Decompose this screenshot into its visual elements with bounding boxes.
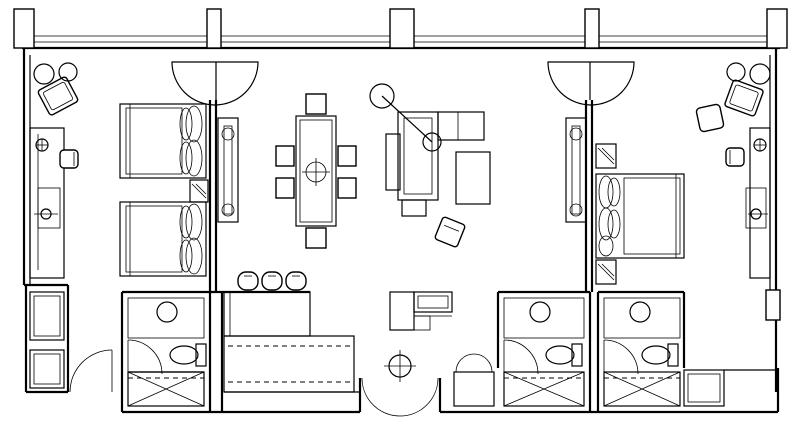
shower [503,371,585,407]
right-bedroom [547,61,771,292]
right-storage [683,369,776,407]
left-bathroom [120,290,224,412]
nightstand [595,143,617,169]
sofa [397,111,485,201]
nightstand [595,259,617,285]
floor-lamp [369,83,395,109]
armchair [724,79,764,117]
dining-chair [337,145,357,167]
side-table [695,103,725,133]
dining-chair [275,177,295,199]
side-table [726,62,746,82]
door-swing [547,61,635,106]
coffee-table [455,151,491,205]
window-column [584,8,600,49]
desk [29,127,65,279]
dining-chair [337,177,357,199]
door-swing [503,339,539,375]
dining-table [295,115,337,227]
sink [629,301,651,323]
armchair [434,216,466,248]
window-column [13,8,35,49]
exterior-walls [22,48,781,414]
kitchen-counter [223,291,311,337]
sink [156,301,178,323]
left-storage [29,291,65,389]
window-column [766,8,788,49]
armchair [37,76,79,116]
window-column [206,8,222,49]
bed [119,201,207,277]
ceiling-light [384,350,416,382]
right-bathroom [598,290,686,407]
bar-stool [285,271,307,291]
sink [529,301,551,323]
toilet [169,343,207,367]
tv-console [565,117,587,223]
shower [603,371,681,407]
bed [119,103,207,179]
bar-stool [261,271,283,291]
window-wall [13,8,788,50]
window-column [389,8,415,49]
door-swing [171,61,259,106]
desk [749,127,771,279]
toilet [545,343,583,367]
closet-doors [453,353,495,407]
dining-chair [305,93,327,115]
entry-door [69,349,113,393]
bed [595,173,685,259]
side-table [33,63,55,85]
ottoman [385,133,401,191]
dining-chair [305,227,327,249]
desk-chair [725,147,745,167]
bar-stool [237,271,259,291]
desk-chair [59,149,79,169]
dining-chair [275,145,295,167]
door-swing [127,339,163,375]
lounge-chair [389,291,453,331]
left-bedroom [29,61,259,292]
living-area [222,83,491,417]
toilet [641,343,679,367]
door-swing [603,339,639,375]
main-entry-door [361,377,439,417]
center-right-bathroom [496,290,600,412]
tv-console [217,117,239,223]
